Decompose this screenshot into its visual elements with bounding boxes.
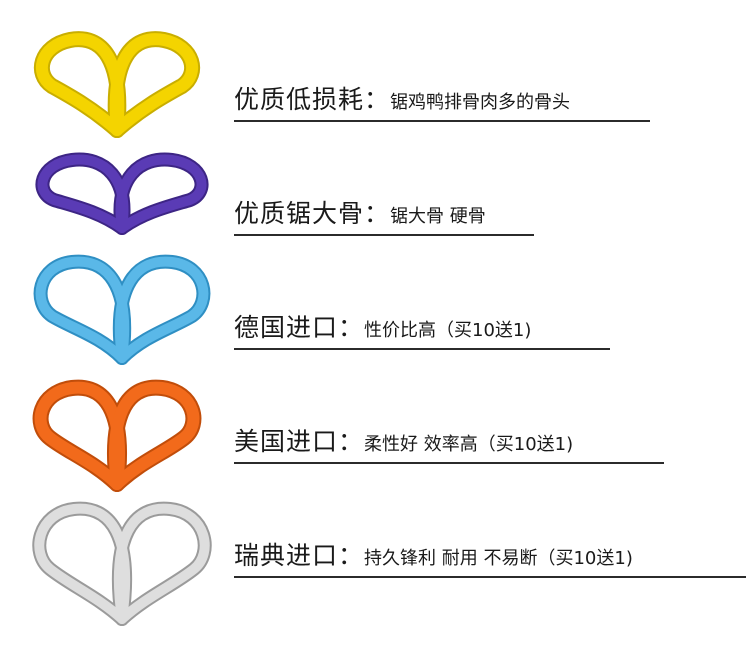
silver-bandsaw-blade-icon (32, 501, 212, 626)
product-desc: 持久锋利 耐用 不易断（买10送1) (364, 548, 633, 569)
divider (234, 348, 610, 350)
product-desc: 柔性好 效率高（买10送1) (364, 434, 574, 455)
yellow-bandsaw-blade-icon (34, 31, 200, 138)
divider (234, 576, 746, 578)
divider (234, 462, 664, 464)
product-title: 优质低损耗： (234, 85, 391, 114)
product-title: 德国进口： (234, 313, 365, 342)
product-label: 德国进口：性价比高（买10送1) (234, 308, 531, 344)
divider (234, 234, 534, 236)
product-title: 美国进口： (234, 427, 365, 456)
product-title: 优质锯大骨： (234, 199, 391, 228)
product-label: 瑞典进口：持久锋利 耐用 不易断（买10送1) (234, 536, 633, 572)
product-label: 优质锯大骨：锯大骨 硬骨 (234, 194, 486, 230)
orange-bandsaw-blade-icon (32, 379, 202, 492)
product-label: 美国进口：柔性好 效率高（买10送1) (234, 422, 573, 458)
purple-bandsaw-blade-icon (35, 152, 209, 235)
product-desc: 锯鸡鸭排骨肉多的骨头 (390, 92, 571, 113)
product-title: 瑞典进口： (234, 541, 365, 570)
product-desc: 锯大骨 硬骨 (390, 206, 486, 227)
product-label: 优质低损耗：锯鸡鸭排骨肉多的骨头 (234, 80, 570, 116)
divider (234, 120, 650, 122)
product-desc: 性价比高（买10送1) (364, 320, 532, 341)
blue-bandsaw-blade-icon (33, 254, 211, 365)
